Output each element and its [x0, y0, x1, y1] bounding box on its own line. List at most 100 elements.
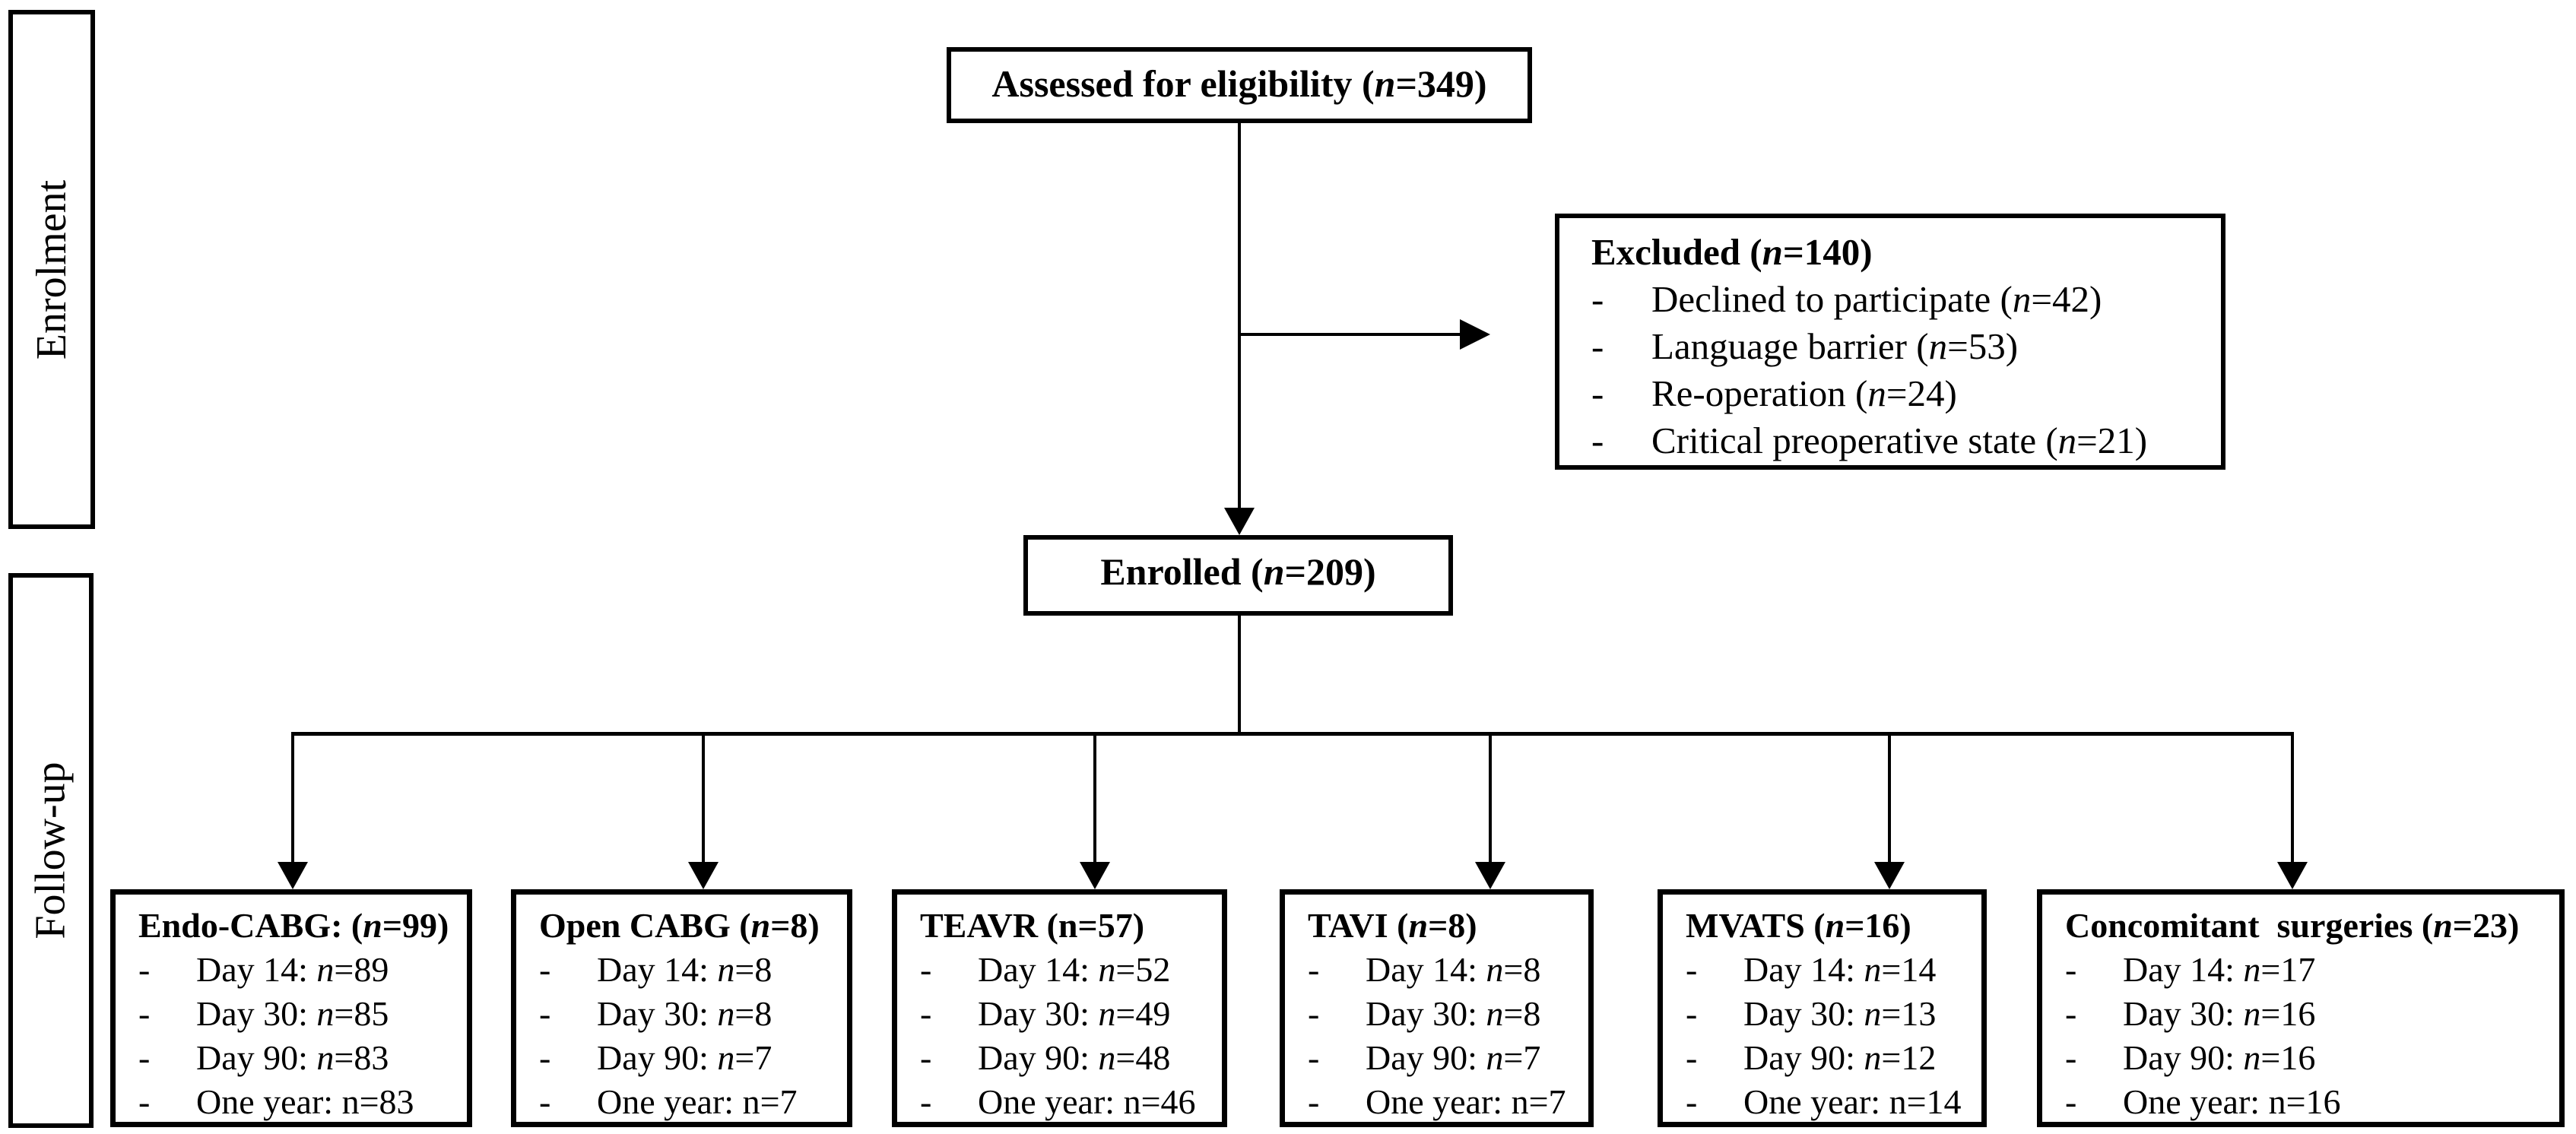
text-segment: One year: n=16 — [2123, 1082, 2341, 1121]
list-item-text: Day 30: n=13 — [1743, 992, 1936, 1036]
bullet-dash: - — [539, 994, 551, 1033]
text-segment: =8 — [1503, 994, 1541, 1033]
bullet-dash: - — [539, 950, 551, 989]
text-segment: Re-operation ( — [1651, 372, 1868, 414]
text-segment: Day 14: — [1366, 950, 1486, 989]
list-item: -Day 90: n=12 — [1686, 1036, 1975, 1080]
text-segment: Day 14: — [978, 950, 1099, 989]
italic-n-text: n — [2243, 1038, 2261, 1077]
list-item-text: Day 14: n=17 — [2123, 948, 2315, 992]
text-segment: Day 90: — [978, 1038, 1099, 1077]
text-segment: =16 — [2260, 994, 2316, 1033]
italic-n-text: n — [717, 994, 735, 1033]
bullet-dash: - — [920, 1082, 932, 1121]
text-segment: Day 90: — [196, 1038, 317, 1077]
text-segment: Day 14: — [196, 950, 317, 989]
text-segment: Day 30: — [597, 994, 718, 1033]
bullet-dash: - — [1308, 1082, 1320, 1121]
list-item: -Day 14: n=8 — [1308, 948, 1582, 992]
italic-n-text: n — [1263, 550, 1285, 593]
bullet-dash: - — [920, 994, 932, 1033]
list-item-text: One year: n=7 — [597, 1080, 798, 1124]
text-segment: =99) — [382, 906, 449, 945]
list-item: - One year: n=14 — [1686, 1080, 1975, 1124]
text-segment: =48 — [1115, 1038, 1171, 1077]
list-item-text: One year: n=16 — [2123, 1080, 2341, 1124]
group-box-teavr: TEAVR (n=57) -Day 14: n=52-Day 30: n=49-… — [892, 889, 1227, 1127]
italic-n-text: n — [1486, 950, 1504, 989]
list-item-text: Day 30: n=16 — [2123, 992, 2315, 1036]
text-segment: One year: n=7 — [1366, 1082, 1566, 1121]
stage-label-followup: Follow-up — [27, 762, 75, 939]
list-item: -Day 90: n=7 — [1308, 1036, 1582, 1080]
group-title: TAVI (n=8) — [1308, 904, 1582, 948]
list-item-text: Day 90: n=83 — [196, 1036, 389, 1080]
list-item: -Day 14: n=14 — [1686, 948, 1975, 992]
stage-box-enrolment: Enrolment — [8, 10, 95, 529]
text-segment: Declined to participate ( — [1651, 278, 2013, 320]
group-box-concomitant-surgeries: Concomitant surgeries (n=23) -Day 14: n=… — [2037, 889, 2565, 1127]
arrowhead-down-concomitant-icon — [2277, 862, 2308, 889]
text-segment: =42) — [2031, 278, 2102, 320]
italic-n-text: n — [1825, 906, 1845, 945]
list-item-text: Day 14: n=89 — [196, 948, 389, 992]
bullet-dash: - — [1686, 1082, 1698, 1121]
text-segment: =8) — [1428, 906, 1477, 945]
text-segment: =52 — [1115, 950, 1171, 989]
italic-n-text: n — [1098, 950, 1116, 989]
group-box-tavi: TAVI (n=8) -Day 14: n=8-Day 30: n=8-Day … — [1280, 889, 1594, 1127]
list-item-text: Day 30: n=8 — [597, 992, 772, 1036]
list-item-text: Re-operation (n=24) — [1651, 370, 1957, 417]
assessed-eligibility-box: Assessed for eligibility (n=349) — [947, 47, 1532, 123]
list-item-text: Day 90: n=7 — [597, 1036, 772, 1080]
list-item: - One year: n=7 — [1308, 1080, 1582, 1124]
text-segment: =16) — [1845, 906, 1911, 945]
text-segment: One year: n=7 — [597, 1082, 798, 1121]
list-item-text: One year: n=46 — [978, 1080, 1196, 1124]
list-item: -Language barrier (n=53) — [1591, 323, 2210, 370]
text-segment: Day 14: — [2123, 950, 2244, 989]
text-segment: =83 — [334, 1038, 389, 1077]
italic-n-text: n — [750, 906, 771, 945]
text-segment: =23) — [2452, 906, 2520, 945]
bullet-dash: - — [920, 1038, 932, 1077]
text-segment: Day 30: — [1366, 994, 1486, 1033]
group-title: TEAVR (n=57) — [920, 904, 1216, 948]
text-segment: =85 — [334, 994, 389, 1033]
text-segment: =7 — [734, 1038, 772, 1077]
italic-n-text: n — [2012, 278, 2032, 320]
italic-n-text: n — [1486, 994, 1504, 1033]
text-segment: =13 — [1881, 994, 1937, 1033]
text-segment: Day 30: — [2123, 994, 2244, 1033]
text-segment: =53) — [1947, 325, 2019, 367]
assessed-eligibility-title: Assessed for eligibility (n=349) — [951, 52, 1528, 106]
connector-branch-to-excluded — [1239, 333, 1460, 336]
italic-n-text: n — [1098, 1038, 1116, 1077]
stage-label-wrap: Enrolment — [13, 14, 90, 524]
list-item: -Day 14: n=89 — [138, 948, 461, 992]
connector-enrolled-to-branch — [1238, 616, 1241, 735]
list-item-text: Day 30: n=8 — [1366, 992, 1540, 1036]
bullet-dash: - — [1686, 1038, 1698, 1077]
list-item-text: Day 90: n=16 — [2123, 1036, 2315, 1080]
italic-n-text: n — [1864, 994, 1882, 1033]
list-item: -Critical preoperative state (n=21) — [1591, 417, 2210, 464]
arrowhead-down-mvats-icon — [1874, 862, 1905, 889]
list-item: - One year: n=46 — [920, 1080, 1216, 1124]
list-item: - Day 90: n=16 — [2065, 1036, 2553, 1080]
bullet-dash: - — [2065, 1038, 2077, 1077]
italic-n-text: n — [1867, 372, 1886, 414]
list-item: -Day 30: n=85 — [138, 992, 461, 1036]
bullet-dash: - — [539, 1038, 551, 1077]
list-item-text: Day 14: n=8 — [1366, 948, 1540, 992]
bullet-dash: - — [1686, 994, 1698, 1033]
bullet-dash: - — [539, 1082, 551, 1121]
text-segment: One year: n=46 — [978, 1082, 1196, 1121]
text-segment: Enrolled ( — [1100, 550, 1264, 593]
text-segment: Day 90: — [2123, 1038, 2244, 1077]
text-segment: One year: n=14 — [1743, 1082, 1962, 1121]
bullet-dash: - — [2065, 1082, 2077, 1121]
text-segment: =24) — [1886, 372, 1957, 414]
list-item: -Day 30: n=49 — [920, 992, 1216, 1036]
text-segment: Endo-CABG: ( — [138, 906, 363, 945]
